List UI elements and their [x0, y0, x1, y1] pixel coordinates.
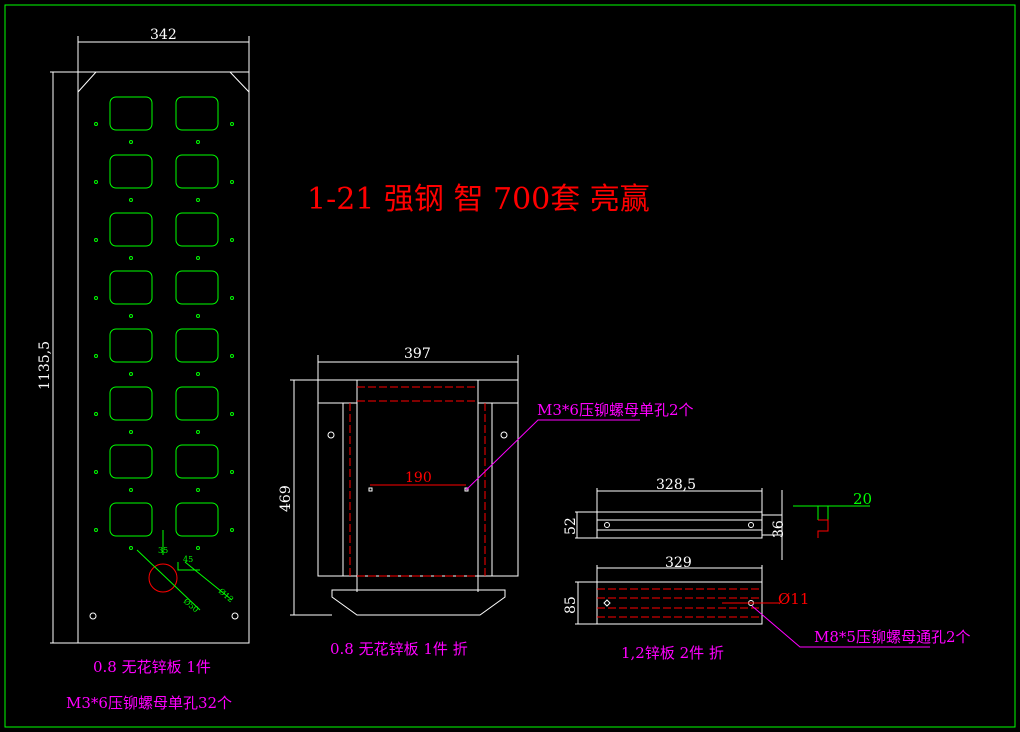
rivet-hole: [94, 122, 98, 126]
panel-cutout: [175, 270, 219, 305]
rivet-hole: [129, 256, 133, 260]
rivet-hole: [230, 470, 234, 474]
dim-hole: Ø11: [778, 590, 809, 608]
dim-bottom-height: 85: [563, 596, 579, 614]
right-panel: 328,5 52 36 20 Ø11 329 85 M8*5压铆螺母通孔2个 1…: [563, 477, 971, 662]
panel-cutout: [175, 328, 219, 363]
middle-note: M3*6压铆螺母单孔2个: [537, 401, 694, 419]
rivet-hole: [129, 140, 133, 144]
right-caption: 1,2锌板 2件 折: [621, 644, 724, 662]
dim-width: 397: [404, 346, 431, 362]
panel-cutout: [109, 386, 153, 421]
rivet-hole: [94, 296, 98, 300]
rivet-hole: [129, 314, 133, 318]
rivet-hole: [230, 354, 234, 358]
rivet-hole: [230, 180, 234, 184]
dim-width: 342: [150, 27, 177, 43]
rivet-hole: [196, 430, 200, 434]
panel-cutout: [109, 444, 153, 479]
panel-cutout: [109, 154, 153, 189]
rivet-hole: [196, 546, 200, 550]
dim-top-height: 52: [563, 517, 579, 535]
panel-cutout: [109, 96, 153, 131]
rivet-hole: [94, 470, 98, 474]
dim-top-width: 328,5: [656, 477, 696, 493]
panel-cutout: [109, 328, 153, 363]
panel-cutout: [175, 212, 219, 247]
right-note: M8*5压铆螺母通孔2个: [814, 628, 971, 646]
dim-bottom-width: 329: [665, 555, 692, 571]
rivet-hole: [230, 122, 234, 126]
rivet-hole: [196, 488, 200, 492]
middle-panel: 397 469 190 M3*6压铆螺母单孔2个 0.8 无花锌板 1件 折: [278, 346, 694, 658]
left-caption: 0.8 无花锌板 1件: [93, 658, 211, 676]
rivet-hole: [94, 528, 98, 532]
dim-flange: 20: [853, 490, 872, 508]
rivet-hole: [129, 198, 133, 202]
panel-cutout: [175, 502, 219, 537]
rivet-hole: [94, 412, 98, 416]
rivet-hole: [129, 372, 133, 376]
dim-height: 469: [278, 485, 294, 512]
rivet-hole: [94, 180, 98, 184]
middle-caption: 0.8 无花锌板 1件 折: [330, 640, 468, 658]
rivet-hole: [196, 314, 200, 318]
dim-dia-small: Ø12: [217, 587, 236, 605]
panel-cutout: [109, 212, 153, 247]
drawing-title: 1-21 强钢 智 700套 亮赢: [307, 182, 650, 217]
rivet-hole: [94, 354, 98, 358]
dim-inner: 190: [405, 470, 432, 486]
left-note: M3*6压铆螺母单孔32个: [66, 694, 232, 712]
panel-cutout: [175, 444, 219, 479]
rivet-hole: [196, 140, 200, 144]
rivet-hole: [129, 430, 133, 434]
rivet-hole: [94, 238, 98, 242]
panel-cutout: [175, 386, 219, 421]
panel-cutout: [175, 154, 219, 189]
panel-cutout: [109, 502, 153, 537]
rivet-hole: [230, 296, 234, 300]
drawing-frame: [4, 4, 1016, 728]
rivet-hole: [230, 412, 234, 416]
rivet-hole: [230, 238, 234, 242]
rivet-hole: [196, 256, 200, 260]
dim-height: 1135,5: [37, 341, 53, 390]
rivet-hole: [129, 488, 133, 492]
rivet-hole: [196, 372, 200, 376]
dim-dia-big: Ø50: [182, 597, 201, 615]
dim-top-inner: 36: [771, 520, 787, 538]
dim-small-1: 35: [158, 546, 168, 555]
rivet-hole: [196, 198, 200, 202]
panel-cutout: [175, 96, 219, 131]
left-panel: 342 1135,5 35 45 Ø50 Ø12 0.8 无花锌板 1件 M3*…: [37, 27, 250, 712]
dim-small-2: 45: [183, 555, 193, 564]
panel-cutout: [109, 270, 153, 305]
rivet-hole: [230, 528, 234, 532]
rivet-hole: [129, 546, 133, 550]
